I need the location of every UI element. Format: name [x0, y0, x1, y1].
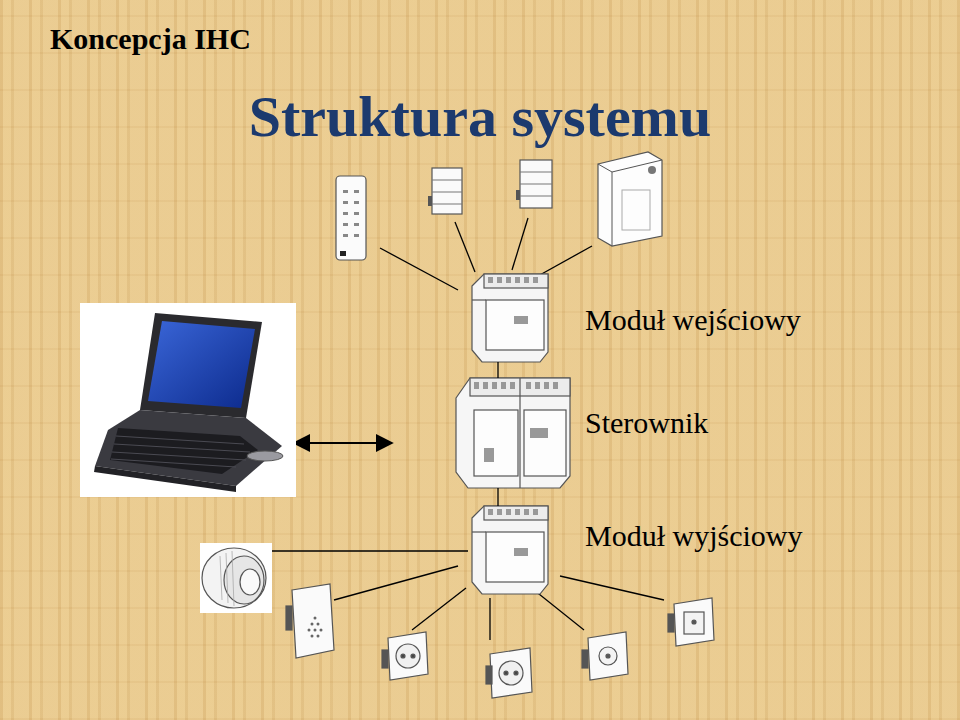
dimmer [582, 632, 628, 680]
controller-picture [456, 378, 570, 488]
data-link-arrow [294, 442, 392, 444]
bus-connector [497, 488, 498, 506]
laptop-picture [80, 303, 296, 497]
socket [486, 648, 532, 698]
socket [382, 632, 428, 680]
input-module-picture [472, 274, 548, 362]
module-label: Moduł wejściowy [585, 305, 801, 335]
slide-title: Struktura systemu [0, 88, 960, 146]
bus-connector [497, 362, 498, 378]
intercom [286, 584, 334, 658]
header-label: Koncepcja IHC [50, 24, 251, 54]
output-module-picture [472, 506, 548, 594]
module-label: Sterownik [585, 408, 708, 438]
module-node: Moduł wejściowy [472, 274, 548, 362]
module-label: Moduł wyjściowy [585, 521, 803, 551]
wall-switch [668, 598, 714, 646]
siren [200, 543, 272, 613]
module-node: Sterownik [456, 378, 570, 488]
remote-control [336, 176, 366, 260]
detector-box [598, 152, 662, 246]
wall-switch [516, 160, 552, 208]
wall-switch [428, 168, 462, 214]
module-node: Moduł wyjściowy [472, 506, 548, 594]
